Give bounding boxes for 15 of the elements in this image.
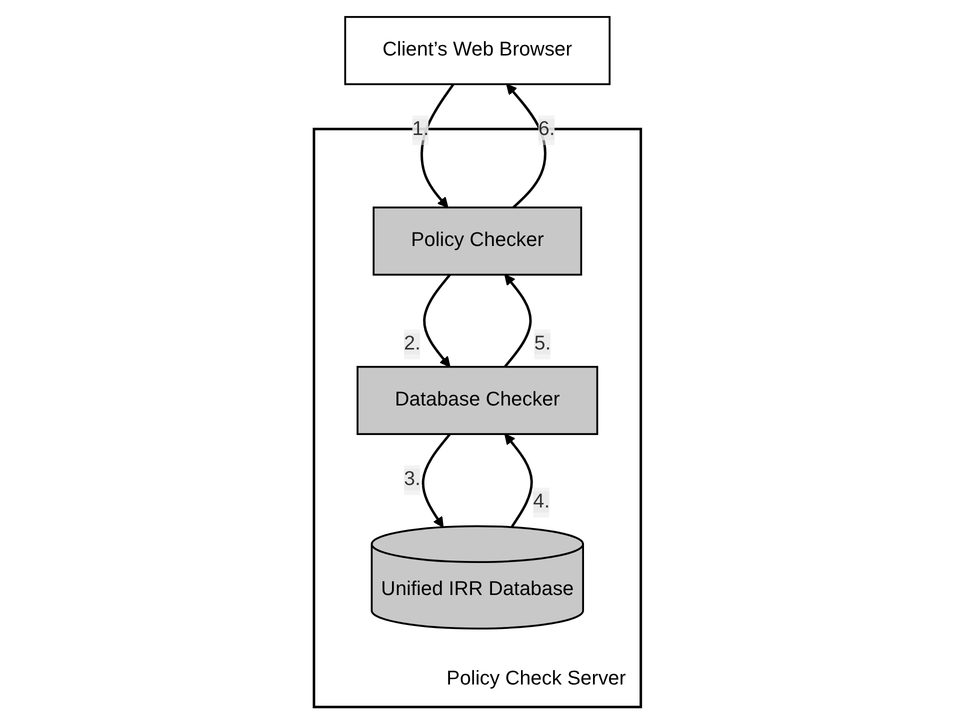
edge-label: 6. (538, 119, 555, 140)
node-box: Policy Checker (372, 206, 582, 276)
arrow (506, 84, 546, 208)
node-box: Database Checker (356, 366, 598, 436)
node-box: Client’s Web Browser (344, 16, 610, 86)
arrow (504, 434, 532, 528)
arrow (420, 84, 454, 208)
edge-label: 2. (404, 333, 420, 354)
edge-label: 1. (412, 119, 428, 140)
edge-label: 4. (532, 491, 550, 513)
arrow (422, 274, 450, 368)
edge-label: 5. (534, 333, 550, 354)
arrow (504, 274, 532, 368)
arrow (421, 433, 450, 528)
edge-label: 3. (404, 468, 420, 490)
